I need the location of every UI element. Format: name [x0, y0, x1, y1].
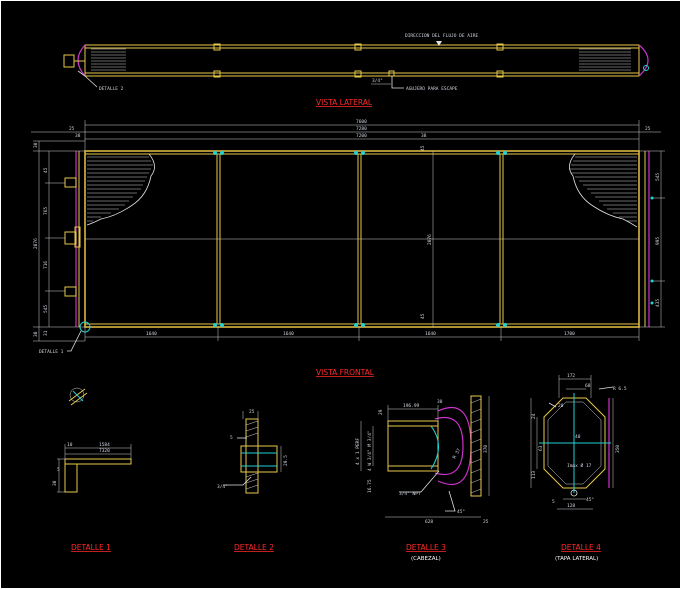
d1-dim-4: 5	[57, 467, 60, 473]
dim-right-2: 995	[655, 237, 661, 245]
dim-center-height: 2076	[427, 234, 433, 245]
dim-misc-2: 45	[420, 313, 426, 319]
break-line-right	[569, 153, 638, 228]
dim-top-mid: 38	[421, 133, 427, 139]
hole-dimension: 3/4"	[372, 78, 383, 84]
front-view-title: VISTA FRONTAL	[316, 368, 375, 377]
front-view: 7600 7280 7200 25 25 38 38	[31, 119, 665, 355]
d4-dim-7: 113	[531, 471, 537, 479]
flow-direction-label: DIRECCION DEL FLUJO DE AIRE	[405, 33, 478, 39]
d2-dim-1: 25	[249, 409, 255, 415]
dim-bay-1: 1640	[146, 331, 157, 337]
d3-dim-8: 370	[483, 445, 489, 453]
side-view-left-cap	[77, 44, 86, 77]
dim-top-left-2: 38	[75, 133, 81, 139]
front-view-right-dimensions	[432, 150, 665, 328]
d1-dim-5: 30	[52, 480, 58, 486]
side-view-right-cap	[638, 44, 649, 77]
d4-dim-11: 128	[567, 503, 575, 509]
front-hatch-left	[87, 156, 153, 222]
d4-dim-10: 5	[552, 499, 555, 505]
d1-dim-3: 10	[67, 442, 73, 448]
tube-hatch-right	[579, 48, 631, 71]
d4-dim-9: Imax Ø 17	[567, 462, 592, 469]
detail-3-drawing: 196.99 4 x 1 PERF 4 W 3/4" M 3/4" 29 16.…	[355, 395, 490, 525]
d4-dim-3: R 6.5	[613, 386, 627, 392]
dim-misc-1: 45	[420, 145, 426, 151]
d3-dim-7: 25	[483, 519, 489, 525]
dim-left-8: 30	[33, 331, 39, 337]
dim-left-5: 716	[43, 261, 49, 269]
detail-4-subtitle: (TAPA LATERAL)	[555, 556, 598, 562]
d3-dim-1: 196.99	[403, 403, 420, 409]
detail-2-drawing: 25 5 29.5 3/4"	[217, 409, 289, 494]
d4-dim-6: 24	[531, 413, 537, 419]
d3-dim-11: 3/4" NPT	[399, 491, 421, 497]
dim-top-right: 25	[645, 126, 651, 132]
d4-dim-5: 63	[538, 445, 544, 451]
d3-dim-5: 16.75	[367, 479, 373, 493]
d3-dim-2: 4 x 1 PERF	[355, 438, 361, 465]
detail-2-title: DETALLE 2	[234, 543, 274, 552]
dim-bay-2: 1640	[283, 331, 294, 337]
d2-dim-4: 3/4"	[217, 484, 228, 490]
d4-dim-2: 68	[585, 383, 591, 389]
d1-dim-2: 7320	[99, 448, 110, 454]
detail-3-title: DETALLE 3	[406, 543, 446, 552]
tube-hatch-left	[91, 48, 126, 71]
front-hatch-right	[569, 156, 637, 222]
dim-length-2: 7280	[356, 126, 367, 132]
dim-top-left: 25	[69, 126, 75, 132]
dim-bay-3: 1640	[425, 331, 436, 337]
post-joints	[213, 151, 507, 327]
dim-left-4: 765	[43, 207, 49, 215]
detail-2-callout: DETALLE 2	[99, 86, 124, 92]
d2-dim-2: 5	[230, 435, 233, 441]
front-left-nozzles	[64, 177, 81, 297]
dim-bay-4: 1700	[564, 331, 575, 337]
d3-dim-12: 30	[437, 399, 443, 405]
side-view-title: VISTA LATERAL	[316, 98, 373, 107]
d3-dim-6: 628	[425, 519, 433, 525]
side-view-body	[84, 44, 640, 77]
dim-left-7: 31	[43, 330, 49, 336]
side-view-supports	[213, 43, 504, 78]
d4-dim-12: 350	[615, 445, 621, 453]
d2-dim-3: 29.5	[283, 455, 289, 466]
d1-dim-1: 1584	[99, 442, 110, 448]
detail-4-title: DETALLE 4	[561, 543, 601, 552]
front-view-top-dimensions	[31, 120, 661, 151]
side-cover-outline	[543, 397, 606, 489]
front-view-bottom-dimensions	[84, 327, 640, 341]
d4-dim-4: 20	[558, 403, 564, 409]
detail-4-drawing: 172 68 R 6.5 20 63 24 113 40 Imax Ø 17 5…	[530, 373, 627, 510]
front-view-posts	[216, 153, 504, 325]
dim-left-1: 30	[33, 142, 39, 148]
d3-dim-9: 45°	[457, 509, 465, 515]
dim-length-3: 7200	[356, 133, 367, 139]
dim-right-3: 435	[655, 299, 661, 307]
detail-1-title: DETALLE 1	[71, 543, 111, 552]
front-view-left-dimensions	[33, 140, 85, 342]
break-line-left	[86, 153, 155, 226]
detail-1-callout: DETALLE 1	[39, 349, 64, 355]
detail-3-subtitle: (CABEZAL)	[411, 556, 441, 562]
detail-1-drawing: 1584 7320 10 5 30	[52, 387, 132, 493]
hole-label: AGUJERO PARA ESCAPE	[406, 86, 458, 92]
d4-dim-13: 45°	[586, 497, 594, 503]
dim-right-1: 545	[655, 173, 661, 181]
side-view: DIRECCION DEL FLUJO DE AIRE DETALLE 2 AG…	[63, 33, 649, 92]
d4-dim-8: 40	[575, 434, 581, 440]
dim-left-6: 545	[43, 305, 49, 313]
d3-dim-3: 4 W 3/4" M 3/4"	[367, 430, 373, 471]
dim-left-2: 45	[43, 167, 49, 173]
dim-left-3: 2076	[33, 238, 39, 249]
d3-dim-10: R 37	[452, 447, 463, 460]
d3-dim-4: 29	[378, 409, 384, 415]
d4-dim-1: 172	[567, 373, 575, 379]
dim-overall-length: 7600	[356, 119, 367, 125]
